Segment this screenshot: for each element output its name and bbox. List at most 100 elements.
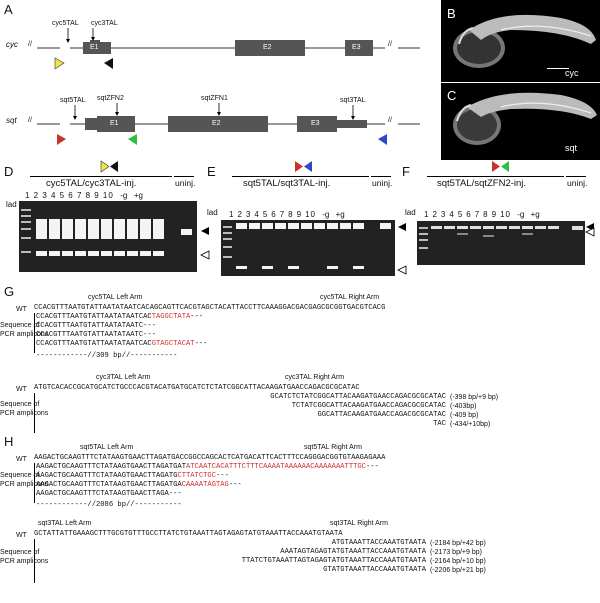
gel-d-image — [19, 201, 197, 272]
sqt5tal-label: sqt5TAL — [60, 97, 86, 104]
g-amplicon-row-4: CCACGTTTAATGTATTAATATAATCACGTAGCTACAT--- — [36, 340, 208, 348]
sqt-e3-label: E3 — [311, 120, 320, 127]
panel-e-letter: E — [207, 164, 216, 179]
g-deletion-row-3: GGCATTACAAGATGAACCAGACGCGCATAC — [317, 411, 446, 419]
f-primer-pair-icon — [492, 161, 509, 172]
g-amplicon-row-2: CCACGTTTAATGTATTAATATAATC--- — [36, 322, 156, 330]
g-left-arm-1: cyc5TAL Left Arm — [88, 294, 143, 301]
h-right-arm-2: sqt3TAL Right Arm — [330, 520, 388, 527]
h-wt-seq-1: AAGACTGCAAGTTTCTATAAGTGAACTTAGATGACCGGCC… — [34, 454, 386, 462]
h-amp-label-1b: PCR amplicons — [0, 481, 49, 488]
cyc-break-right: // — [388, 41, 392, 48]
g-amp-label-1b: PCR amplicons — [0, 331, 49, 338]
g-gap-label: ------------//309 bp//----------- — [36, 352, 178, 360]
sqt-3-primer-blue — [378, 134, 387, 145]
h-deletion-note-3: (-2164 bp/+10 bp) — [430, 558, 486, 565]
h-amp-label-2a: Sequence of — [0, 549, 40, 556]
gene-diagrams — [37, 28, 420, 145]
e-primer-pair-icon — [295, 161, 312, 172]
cyc-e2-label: E2 — [263, 44, 272, 51]
gel-f-lanes: 12345678910 -g +g — [424, 210, 540, 219]
g-amplicon-row-3: CCACGTTTAATGTATTAATATAATC--- — [36, 331, 156, 339]
sqt-e2-label: E2 — [212, 120, 221, 127]
g-deletion-note-4: (-434/+10bp) — [450, 421, 491, 428]
h-deletion-row-4: GTATGTAAATTACCAAATGTAATA — [323, 566, 426, 574]
g-deletion-row-2: TCTATCGGCATTACAAGATGAACCAGACGCGCATAC — [291, 402, 446, 410]
g-amp-label-2b: PCR amplicons — [0, 410, 49, 417]
g-right-arm-2: cyc3TAL Right Arm — [285, 374, 345, 381]
g-right-arm-1: cyc5TAL Right Arm — [320, 294, 380, 301]
embryo-c-caption: sqt — [565, 143, 578, 153]
panel-b-letter: B — [447, 6, 456, 21]
sqt-break-left: // — [28, 117, 32, 124]
h-amp-label-1a: Sequence of — [0, 472, 40, 479]
scale-bar — [547, 68, 569, 69]
panel-c-letter: C — [447, 88, 457, 103]
h-deletion-row-1: ATGTAAATTACCAAATGTAATA — [331, 539, 426, 547]
g-wt-seq-1: CCACGTTTAATGTATTAATATAATCACAGCAGTTCACGTA… — [34, 304, 386, 312]
h-deletion-row-2: AAATAGTAGAGTATGTAAATTACCAAATGTAATA — [280, 548, 426, 556]
g-amp-label-1a: Sequence of — [0, 322, 40, 329]
h-wt-1: WT — [16, 456, 27, 463]
embryo-image-cyc — [441, 0, 600, 82]
g-amp-label-2a: Sequence of — [0, 401, 40, 408]
sqt-e3-box — [297, 116, 337, 132]
h-wt-seq-2: GCTATTATTGAAAGCTTTGCGTGTTTGCCTTATCTGTAAA… — [34, 530, 343, 538]
h-amplicon-row-2: AAGACTGCAAGTTTCTATAAGTGAACTTAGATGCTTATCT… — [36, 472, 229, 480]
gel-e-image — [221, 220, 395, 276]
sqtzfn2-label: sqtZFN2 — [97, 95, 124, 102]
sqt-break-right: // — [388, 117, 392, 124]
h-left-arm-2: sqt3TAL Left Arm — [38, 520, 92, 527]
g-wt-seq-2: ATGTCACACCGCATGCATCTGCCCACGTACATGATGCATC… — [34, 384, 360, 392]
g-wt-1: WT — [16, 306, 27, 313]
gel-e-lad: lad — [207, 208, 218, 217]
cyc3tal-label: cyc3TAL — [91, 20, 118, 27]
panel-g-letter: G — [4, 284, 15, 299]
h-deletion-note-2: (-2173 bp/+9 bp) — [430, 549, 482, 556]
h-deletion-note-4: (-2206 bp/+21 bp) — [430, 567, 486, 574]
panel-h-letter: H — [4, 434, 14, 449]
g-deletion-note-1: (-398 bp/+9 bp) — [450, 394, 499, 401]
sqt-e1-box — [97, 116, 135, 132]
h-amplicon-row-1: AAGACTGCAAGTTTCTATAAGTGAACTTAGATGATATCAA… — [36, 463, 379, 471]
cyc-break-left: // — [28, 41, 32, 48]
cyc-reverse-primer — [104, 58, 113, 69]
h-amplicon-row-4: AAGACTGCAAGTTTCTATAAGTGAACTTAGA--- — [36, 490, 182, 498]
h-deletion-row-3: TTATCTGTAAATTAGTAGAGTATGTAAATTACCAAATGTA… — [241, 557, 426, 565]
cyc-e1-label: E1 — [90, 44, 99, 51]
sqt-5-primer-red — [57, 134, 66, 145]
cyc5tal-label: cyc5TAL — [52, 20, 79, 27]
h-deletion-note-1: (-2184 bp/+42 bp) — [430, 540, 486, 547]
panel-f-letter: F — [402, 164, 410, 179]
panel-a-letter: A — [4, 2, 13, 17]
gel-e-uninj: uninj. — [372, 178, 393, 188]
sqt-e2-box — [168, 116, 268, 132]
sqtzfn1-label: sqtZFN1 — [201, 95, 228, 102]
h-amplicon-row-3: AAGACTGCAAGTTTCTATAAGTGAACTTAGATGACAAAAT… — [36, 481, 242, 489]
h-amp-label-2b: PCR amplicons — [0, 558, 49, 565]
cyc-forward-primer — [54, 57, 65, 70]
cyc-e3-box — [345, 40, 373, 56]
gel-f-uninj: uninj. — [567, 178, 588, 188]
g-left-arm-2: cyc3TAL Left Arm — [96, 374, 151, 381]
g-amplicon-row-1: CCACGTTTAATGTATTAATATAATCACTAGGCTATA--- — [36, 313, 204, 321]
panel-d-letter: D — [4, 164, 14, 179]
g-wt-2: WT — [16, 386, 27, 393]
h-wt-2: WT — [16, 532, 27, 539]
gel-f-title: sqt5TAL/sqtZFN2-inj. — [437, 178, 527, 189]
cyc-e2-box — [235, 40, 305, 56]
sqt-zfn2-primer-green — [128, 134, 137, 145]
gel-d-uninj: uninj. — [175, 178, 196, 188]
cyc-gene-label: cyc — [6, 40, 18, 49]
d-primer-pair-icon — [100, 160, 118, 173]
g-deletion-row-1: GCATCTCTATCGGCATTACAAGATGAACCAGACGCGCATA… — [270, 393, 446, 401]
h-right-arm-1: sqt5TAL Right Arm — [304, 444, 362, 451]
g-deletion-note-2: (-403bp) — [450, 403, 477, 410]
gel-e-lanes: 12345678910 -g +g — [229, 210, 345, 219]
gel-e-title: sqt5TAL/sqt3TAL-inj. — [243, 178, 331, 189]
cyc-e3-label: E3 — [352, 44, 361, 51]
gel-d-title: cyc5TAL/cyc3TAL-inj. — [46, 178, 137, 189]
gel-f-image — [417, 221, 585, 265]
embryo-image-sqt — [441, 83, 600, 160]
cyc-e1-box — [83, 42, 111, 54]
